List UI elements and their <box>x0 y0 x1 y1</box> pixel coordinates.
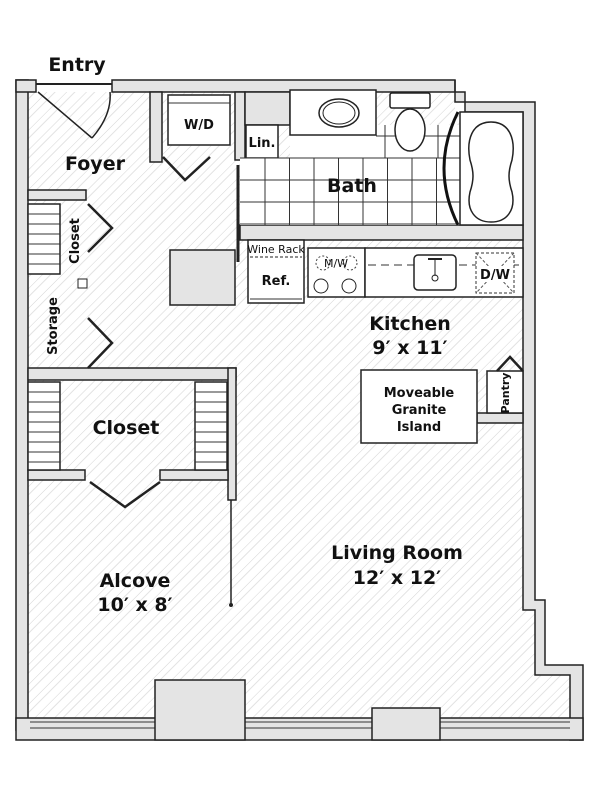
island-label-2: Granite <box>392 403 447 418</box>
dw-label: D/W <box>480 268 510 283</box>
storage-label: Storage <box>46 297 61 355</box>
linen-closet <box>245 124 279 159</box>
foyer-closet-door[interactable] <box>87 203 114 253</box>
living-room-label: Living Room <box>331 542 463 564</box>
outer-walls <box>15 79 584 741</box>
foyer-label: Foyer <box>65 153 126 175</box>
wd-label: W/D <box>184 118 214 133</box>
alcove-size: 10′ x 8′ <box>97 594 172 616</box>
bath-label: Bath <box>327 175 377 197</box>
entry-label: Entry <box>48 54 106 76</box>
pantry <box>486 370 524 414</box>
island-label-3: Island <box>397 420 441 435</box>
closet-label: Closet <box>93 417 160 439</box>
column <box>77 278 88 289</box>
living-room-size: 12′ x 12′ <box>353 567 441 589</box>
foyer-closet-shelves <box>27 203 61 275</box>
stove <box>307 247 366 298</box>
shower-curtain <box>442 111 460 226</box>
wd-closet-door[interactable] <box>162 156 211 182</box>
alcove-label: Alcove <box>100 570 171 592</box>
refrigerator <box>247 239 305 304</box>
pantry-door[interactable] <box>496 355 524 372</box>
interior-walls <box>27 91 524 501</box>
mw-label: M/W <box>324 257 348 270</box>
closet-shelves <box>27 381 228 471</box>
foyer-closet-label: Closet <box>68 218 83 264</box>
sink-icon <box>318 98 360 128</box>
granite-island <box>360 369 478 444</box>
tub-basin-icon <box>468 121 514 223</box>
wine-rack-label: Wine Rack <box>247 243 305 256</box>
closet-door[interactable] <box>89 480 161 509</box>
linen-label: Lin. <box>249 136 276 151</box>
kitchen-size: 9′ x 11′ <box>372 337 447 359</box>
kitchen-label: Kitchen <box>369 313 451 335</box>
entry-door[interactable] <box>36 83 112 139</box>
storage-door[interactable] <box>87 317 114 369</box>
toilet-icon <box>394 108 426 152</box>
ref-label: Ref. <box>262 274 291 289</box>
toilet-tank <box>389 92 431 109</box>
island-label-1: Moveable <box>384 386 455 401</box>
pantry-label: Pantry <box>499 373 512 414</box>
